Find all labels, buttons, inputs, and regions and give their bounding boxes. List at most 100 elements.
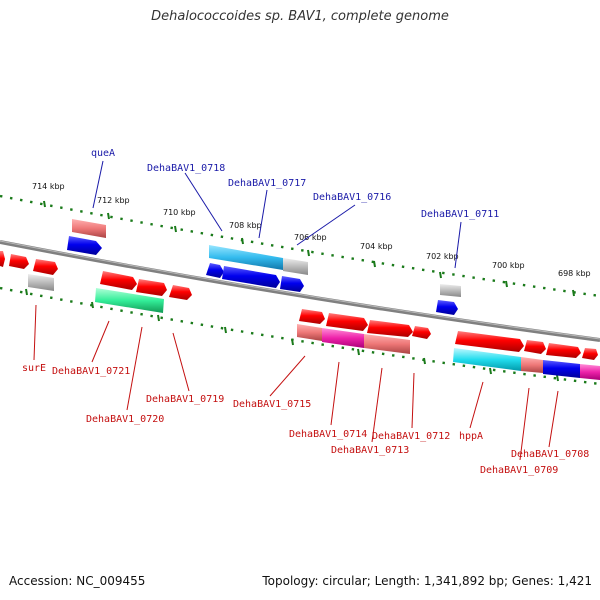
upper-major-tick [439, 271, 442, 279]
upper-major-tick [572, 289, 575, 297]
gene-label-0709: DehaBAV1_0709 [480, 465, 558, 476]
upper-major-tick [107, 212, 110, 220]
leader-line-0717 [258, 189, 268, 239]
gene-arrow-red [136, 279, 167, 296]
gene-arrow-red [299, 309, 325, 324]
feature-bar-pink [297, 324, 322, 341]
lower-features [0, 251, 600, 380]
feature-bar-gray [28, 274, 54, 291]
gene-label-surE: surE [22, 363, 46, 374]
leader-line-hppA [469, 381, 484, 429]
gene-arrow-red [0, 251, 5, 267]
feature-bar-magenta [580, 364, 600, 380]
gene-label-0719: DehaBAV1_0719 [146, 394, 224, 405]
lower-major-tick [556, 374, 559, 382]
lower-major-tick [423, 357, 426, 365]
leader-line-0716 [296, 204, 356, 246]
leader-line-0709 [519, 387, 530, 461]
leader-line-0720 [126, 326, 143, 411]
upper-major-tick [174, 225, 177, 233]
kbp-label-710: 710 kbp [163, 208, 196, 217]
feature-bar-gray [283, 258, 308, 275]
gene-arrow-red [455, 331, 524, 352]
upper-major-tick [307, 249, 310, 257]
gene-label-0708: DehaBAV1_0708 [511, 449, 589, 460]
feature-bar-cyan [453, 348, 521, 371]
upper-major-tick [505, 280, 508, 288]
kbp-label-702: 702 kbp [426, 252, 459, 261]
genome-backbone [0, 240, 600, 342]
kbp-label-712: 712 kbp [97, 196, 130, 205]
leader-line-0719 [172, 332, 190, 392]
kbp-labels: 714 kbp 712 kbp 710 kbp 708 kbp 706 kbp … [32, 182, 591, 278]
feature-bar-blue [543, 360, 580, 378]
kbp-label-700: 700 kbp [492, 261, 525, 270]
upper-ruler [0, 194, 600, 298]
gene-label-0714: DehaBAV1_0714 [289, 429, 367, 440]
accession-info: Accession: NC_009455 [9, 574, 146, 588]
top-gene-labels: queA DehaBAV1_0718 DehaBAV1_0717 DehaBAV… [91, 148, 499, 220]
gene-arrow-0718 [206, 263, 224, 278]
leader-line-0711 [454, 221, 462, 269]
kbp-label-704: 704 kbp [360, 242, 393, 251]
genome-backbone-highlight [0, 240, 600, 340]
feature-bar-magenta [322, 328, 364, 348]
feature-bar-sky [209, 245, 283, 270]
gene-label-hppA: hppA [459, 431, 483, 442]
gene-arrow-queA [67, 236, 102, 255]
leader-line-0708 [548, 390, 559, 448]
lower-major-tick [91, 301, 94, 309]
feature-bar-pink [72, 219, 106, 238]
gene-label-0711: DehaBAV1_0711 [421, 209, 499, 220]
feature-bar-pink [521, 357, 543, 373]
gene-arrow-red [9, 254, 29, 269]
gene-arrow-red [169, 285, 192, 300]
feature-bar-pink [364, 334, 410, 354]
topology-info: Topology: circular; Length: 1,341,892 bp… [262, 574, 592, 588]
upper-major-tick [43, 200, 46, 208]
kbp-label-714: 714 kbp [32, 182, 65, 191]
gene-arrow-0716 [280, 276, 304, 292]
leader-line-0718 [184, 172, 223, 232]
map-title: Dehalococcoides sp. BAV1, complete genom… [151, 9, 449, 24]
gene-label-0712: DehaBAV1_0712 [372, 431, 450, 442]
gene-arrow-red [33, 259, 58, 275]
lower-major-tick [25, 288, 28, 296]
gene-label-0718: DehaBAV1_0718 [147, 163, 225, 174]
gene-label-0717: DehaBAV1_0717 [228, 178, 306, 189]
feature-bar-green [95, 288, 164, 313]
kbp-label-706: 706 kbp [294, 233, 327, 242]
gene-arrow-red [326, 313, 368, 331]
leader-line-queA [92, 160, 104, 209]
upper-features [67, 219, 461, 315]
lower-ruler [0, 286, 600, 386]
lower-major-tick [357, 348, 360, 356]
gene-arrow-red [367, 320, 413, 337]
gene-arrow-red [582, 348, 598, 360]
gene-arrow-red [546, 343, 581, 358]
kbp-label-698: 698 kbp [558, 269, 591, 278]
gene-arrow-0711 [436, 300, 458, 315]
gene-arrow-red [100, 271, 137, 290]
bottom-gene-labels: surE DehaBAV1_0721 DehaBAV1_0720 DehaBAV… [22, 363, 589, 476]
leader-line-0713 [371, 367, 383, 443]
lower-major-tick [157, 314, 160, 322]
leader-line-0715 [269, 355, 306, 397]
gene-label-0720: DehaBAV1_0720 [86, 414, 164, 425]
feature-bar-gray [440, 284, 461, 297]
gene-label-0716: DehaBAV1_0716 [313, 192, 391, 203]
kbp-label-708: 708 kbp [229, 221, 262, 230]
gene-arrow-red [412, 326, 431, 339]
leader-line-0712 [411, 372, 415, 429]
gene-label-0715: DehaBAV1_0715 [233, 399, 311, 410]
leader-line-surE [33, 304, 37, 361]
upper-major-tick [373, 260, 376, 268]
gene-label-0721: DehaBAV1_0721 [52, 366, 130, 377]
leader-line-0714 [330, 361, 340, 426]
gene-arrow-red [524, 340, 546, 354]
gene-arrow-0717 [222, 266, 280, 288]
gene-label-queA: queA [91, 148, 115, 159]
upper-major-tick [241, 237, 244, 245]
lower-major-tick [291, 338, 294, 346]
